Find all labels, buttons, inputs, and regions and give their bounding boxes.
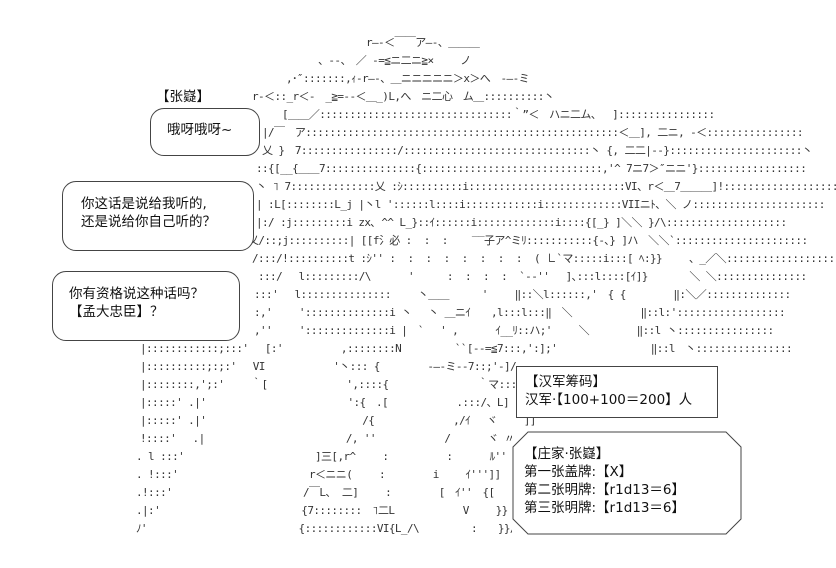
ascii-art-row: |:::::' .|' /{ ,/ｲ ヾ ]]: [140, 414, 536, 427]
ascii-art-row: |:::::' .|' ':{ .[ .:::/、L] /ﾐ、: [140, 396, 541, 409]
ascii-art-row: |::::::::,';:' ｀[ ',::::{ ｀マ:::ｼ'[｀乂: [140, 378, 555, 391]
speech-bubble-greeting: 哦呀哦呀~: [150, 108, 260, 156]
ascii-art-row: |/￣ ア:::::::::::::::::::::::::::::::::::…: [262, 126, 804, 139]
ascii-art-row: [＿＿／::::::::::::::::::::::::::::::::｀”＜ …: [282, 108, 715, 121]
card-row-3: 第三张明牌:【r1d13＝6】: [524, 500, 686, 516]
octagon-frame: [512, 431, 742, 535]
ascii-art-row: ,･″:::::::,ｨ-r―-、＿ニニニニニ＞x＞へ -―-ミ: [286, 72, 530, 85]
ascii-art-row: r―-＜￣￣ア―-、＿＿＿: [366, 36, 480, 49]
bubble-text-line-1: 你有资格说这种话吗？: [69, 286, 204, 302]
bubble-text-line-2: 【孟大忠臣】？: [69, 304, 164, 320]
bubble-text-line-2: 还是说给你自己听的？: [81, 214, 216, 230]
ascii-art-row: !::::' .| /, '' / ヾ 〃 i/: [140, 432, 544, 445]
ascii-art-row: ,'' '::::::::::::::i | ` ' , ｲ__ﾘ::ハ;' ＼…: [254, 324, 774, 337]
ascii-art-row: .!:::' /￣L、 二] : [ ｲ'' {[ /: [136, 486, 522, 499]
ascii-art-row: ::{[__{＿＿7:::::::::::::::{::::::::::::::…: [256, 162, 807, 175]
card-row-2: 第二张明牌:【r1d13＝6】: [524, 482, 686, 498]
ascii-art-row: | :L[::::::::L_j |丶l '::::::l::::i::::::…: [256, 198, 825, 211]
ascii-art-row: 乂/::;j::::::::::| [[f氵必 : : : ‾‾子ア^ミﾘ:::…: [248, 234, 808, 247]
dealer-cards-box: 【庄家·张嶷】 第一张盖牌:【X】 第二张明牌:【r1d13＝6】 第三张明牌:…: [512, 431, 742, 535]
ascii-art-row: r-＜::_r＜- _≧=--＜＿_)L,へ ニ二心 ム＿::::::::::丶: [252, 90, 555, 103]
card-row-1: 第一张盖牌:【X】: [524, 464, 633, 480]
ascii-art-row: /:::/!::::::::::t :ｼ'' : : : : : : : : (…: [252, 252, 835, 265]
ascii-art-row: :::/ l:::::::::/\ ' : : : : `‐‐'' ]､:::l…: [258, 270, 807, 283]
ascii-art-row: 、--、 ／ -=≦ニ二ニ≧× ノ: [318, 54, 471, 67]
ascii-art-row: . !:::' r＜ニニ( : i ｲ''']] /: [136, 468, 534, 481]
speech-bubble-rebuke: 你有资格说这种话吗？ 【孟大忠臣】？: [52, 271, 240, 341]
ascii-art-row: . l :::' ]三[,r^ : : ﾙ'' ,|: [136, 450, 536, 463]
ascii-art-row: |::::::::::::;:::' [:' ,::::::::N ``[--=…: [140, 342, 793, 355]
ascii-art-row: :::' l::::::::::::::: 丶＿＿ ' ‖::＼l::::::,…: [254, 288, 791, 301]
bubble-text: 哦呀哦呀~: [167, 122, 233, 138]
ascii-art-row: ﾉ' {::::::::::::VI{L_/\ : }}/: [136, 522, 516, 535]
ascii-art-row: |:/ :j:::::::::i zx､ ^^ L_}::ｲ::::::i:::…: [256, 216, 787, 229]
ascii-art-row: .|:' {7:::::::: ˥二L V }} /: [136, 504, 520, 517]
ascii-art-row: 丶 ˥ 7::::::::::::::乂 :ｼ::::::::::i::::::…: [256, 180, 836, 193]
speaker-label: 【张嶷】: [156, 89, 210, 105]
ascii-art-row: :,' '::::::::::::::i 丶 丶 ＿ニｲ ,l:::l:::‖ …: [254, 306, 786, 319]
bubble-text-line-1: 你这话是说给我听的,: [81, 196, 207, 212]
speech-bubble-question: 你这话是说给我听的, 还是说给你自己听的？: [62, 181, 254, 251]
ascii-art-row: |::::::::::;:;:' VI '丶::: { -―-ミ--7::;'-…: [140, 360, 517, 373]
han-army-title: 【汉军筹码】: [525, 374, 606, 390]
ascii-art-row: 乂 } 7::::::::::::::::/::::::::::::::::::…: [262, 144, 813, 157]
han-army-count: 汉军·【100+100＝200】人: [525, 392, 693, 408]
dealer-title: 【庄家·张嶷】: [524, 446, 610, 462]
han-army-chips-box: 【汉军筹码】 汉军·【100+100＝200】人: [516, 366, 718, 418]
